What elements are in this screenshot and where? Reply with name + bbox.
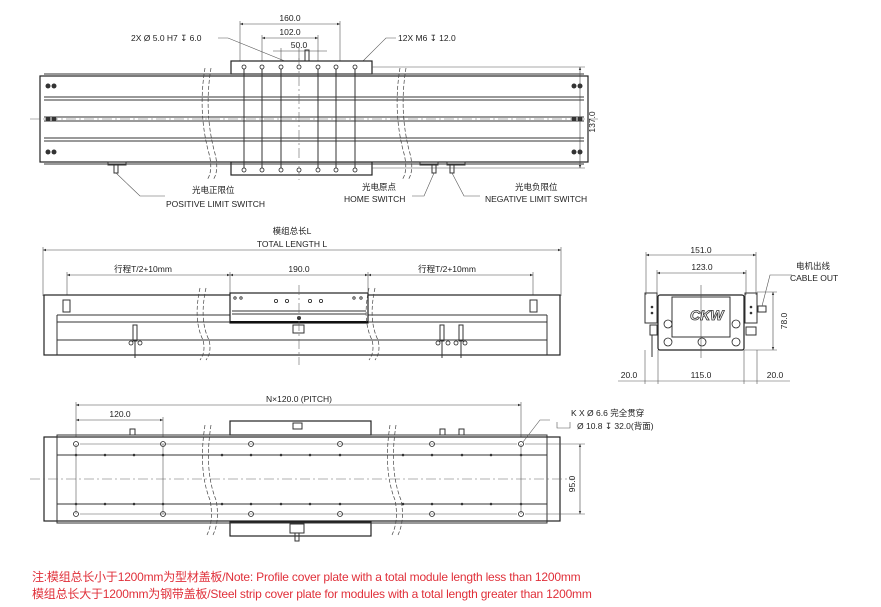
pitch-label: N×120.0 (PITCH) xyxy=(266,394,332,404)
dim-102: 102.0 xyxy=(279,27,301,37)
dim-120: 120.0 xyxy=(109,409,131,419)
cable-out-label-en: CABLE OUT xyxy=(790,273,838,283)
bottom-view: N×120.0 (PITCH) 120.0 95.0 K X Ø 6.6 xyxy=(30,394,654,542)
positive-limit-label-en: POSITIVE LIMIT SWITCH xyxy=(166,199,265,209)
home-switch-label-en: HOME SWITCH xyxy=(344,194,405,204)
note-line-2: 模组总长大于1200mm为钢带盖板/Steel strip cover plat… xyxy=(32,587,592,601)
hole-callout-through: K X Ø 6.6 完全贯穿 xyxy=(571,408,644,418)
dim-151: 151.0 xyxy=(690,245,712,255)
note-line-1: 注:模组总长小于1200mm为型材盖板/Note: Profile cover … xyxy=(32,570,581,584)
top-view: 160.0 102.0 50.0 2X Ø 5.0 H7 ↧ 6.0 12X M… xyxy=(30,13,598,209)
hole-callout-counterbore: Ø 10.8 ↧ 32.0(背面) xyxy=(577,421,654,431)
end-view: 151.0 123.0 CKW 78.0 电机出线 CABLE OUT 20.0… xyxy=(618,245,838,384)
cable-out-label-cn: 电机出线 xyxy=(796,261,831,271)
dim-123: 123.0 xyxy=(691,262,713,272)
carriage-length-label: 190.0 xyxy=(288,264,310,274)
stroke-right-label: 行程T/2+10mm xyxy=(418,264,476,274)
negative-limit-label-cn: 光电负限位 xyxy=(515,182,558,192)
total-length-label-cn: 模组总长L xyxy=(273,226,312,236)
home-switch-label-cn: 光电原点 xyxy=(362,182,397,192)
end-screws xyxy=(45,83,583,155)
dim-50: 50.0 xyxy=(291,40,308,50)
carriage-holes xyxy=(241,64,358,173)
dim-78: 78.0 xyxy=(779,312,789,329)
dim-95: 95.0 xyxy=(567,475,577,492)
total-length-label-en: TOTAL LENGTH L xyxy=(257,239,327,249)
negative-limit-label-en: NEGATIVE LIMIT SWITCH xyxy=(485,194,587,204)
dim-137: 137.0 xyxy=(587,111,597,133)
dim-115: 115.0 xyxy=(691,370,712,380)
pin-hole-callout: 2X Ø 5.0 H7 ↧ 6.0 xyxy=(131,33,202,43)
positive-limit-label-cn: 光电正限位 xyxy=(192,185,235,195)
dim-160: 160.0 xyxy=(279,13,301,23)
stroke-left-label: 行程T/2+10mm xyxy=(114,264,172,274)
side-view: 模组总长L TOTAL LENGTH L 行程T/2+10mm 190.0 行程… xyxy=(42,226,562,365)
ckw-logo: CKW xyxy=(690,307,725,323)
dim-20-left: 20.0 xyxy=(621,370,638,380)
dim-20-right: 20.0 xyxy=(767,370,784,380)
thread-hole-callout: 12X M6 ↧ 12.0 xyxy=(398,33,456,43)
